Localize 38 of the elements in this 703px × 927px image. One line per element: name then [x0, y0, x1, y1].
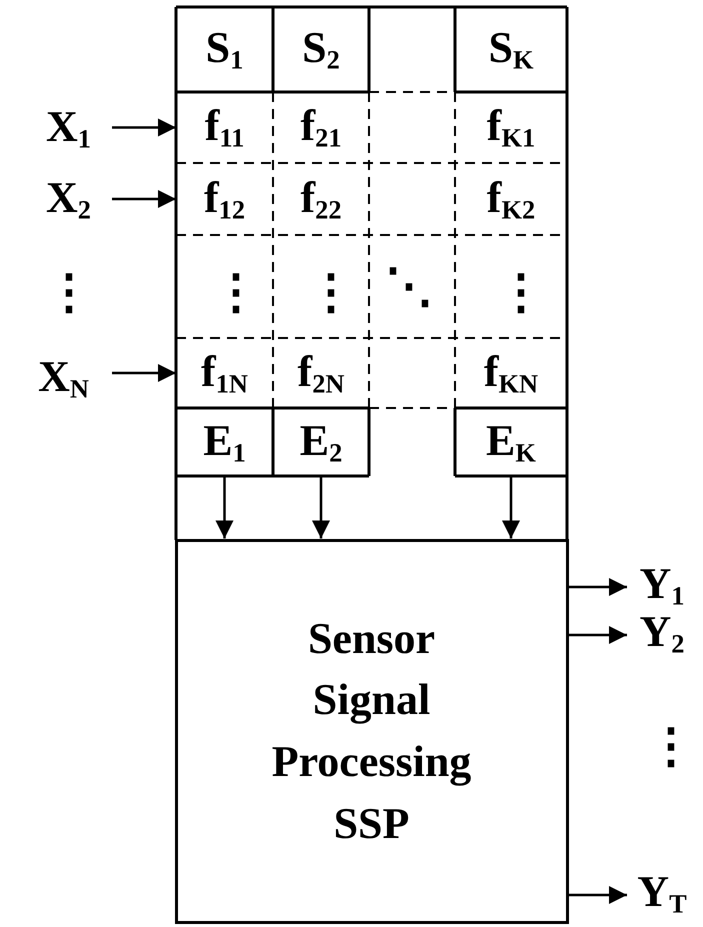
arrow: [568, 578, 627, 596]
ellipsis-mark: ⋮: [212, 268, 260, 316]
cell-label: f$_{K1}$: [486, 104, 536, 151]
ellipsis-mark: ⋮: [45, 268, 93, 316]
ellipsis-mark: ⋮: [307, 268, 355, 316]
cell-label: f$_{1N}$: [201, 350, 248, 396]
arrow: [112, 118, 176, 136]
arrow: [568, 626, 627, 644]
arrow: [112, 364, 176, 382]
output-label: Y$_{T}$: [637, 870, 687, 916]
arrow: [216, 476, 234, 538]
cell-label: f$_{21}$: [300, 104, 342, 151]
block-title: Sensor Signal Processing SSP: [270, 612, 472, 850]
cell-label: S$_{K}$: [488, 26, 534, 73]
arrow: [312, 476, 330, 538]
output-label: Y$_{1}$: [640, 562, 684, 608]
cell-label: S$_{1}$: [206, 26, 244, 73]
cell-label: f$_{KN}$: [484, 350, 538, 396]
cell-label: E$_{1}$: [203, 418, 246, 466]
cell-label: f$_{2N}$: [298, 350, 344, 396]
arrow: [502, 476, 520, 538]
cell-label: f$_{K2}$: [486, 176, 536, 222]
cell-label: E$_{2}$: [300, 418, 342, 466]
ellipsis-mark: ⋱: [385, 262, 433, 310]
ellipsis-mark: ⋮: [497, 268, 545, 316]
cell-label: S$_{2}$: [302, 26, 340, 73]
output-label: Y$_{2}$: [640, 610, 684, 656]
ellipsis-mark: ⋮: [647, 722, 695, 770]
input-label: X$_{2}$: [46, 176, 91, 222]
cell-label: f$_{11}$: [204, 104, 244, 151]
cell-label: f$_{12}$: [204, 176, 246, 222]
arrow: [568, 886, 627, 904]
arrow: [112, 190, 176, 208]
cell-label: E$_{K}$: [486, 418, 536, 466]
cell-label: f$_{22}$: [300, 176, 342, 222]
input-label: X$_{N}$: [38, 354, 89, 402]
processing-block: [174, 538, 568, 924]
input-label: X$_{1}$: [46, 104, 91, 152]
